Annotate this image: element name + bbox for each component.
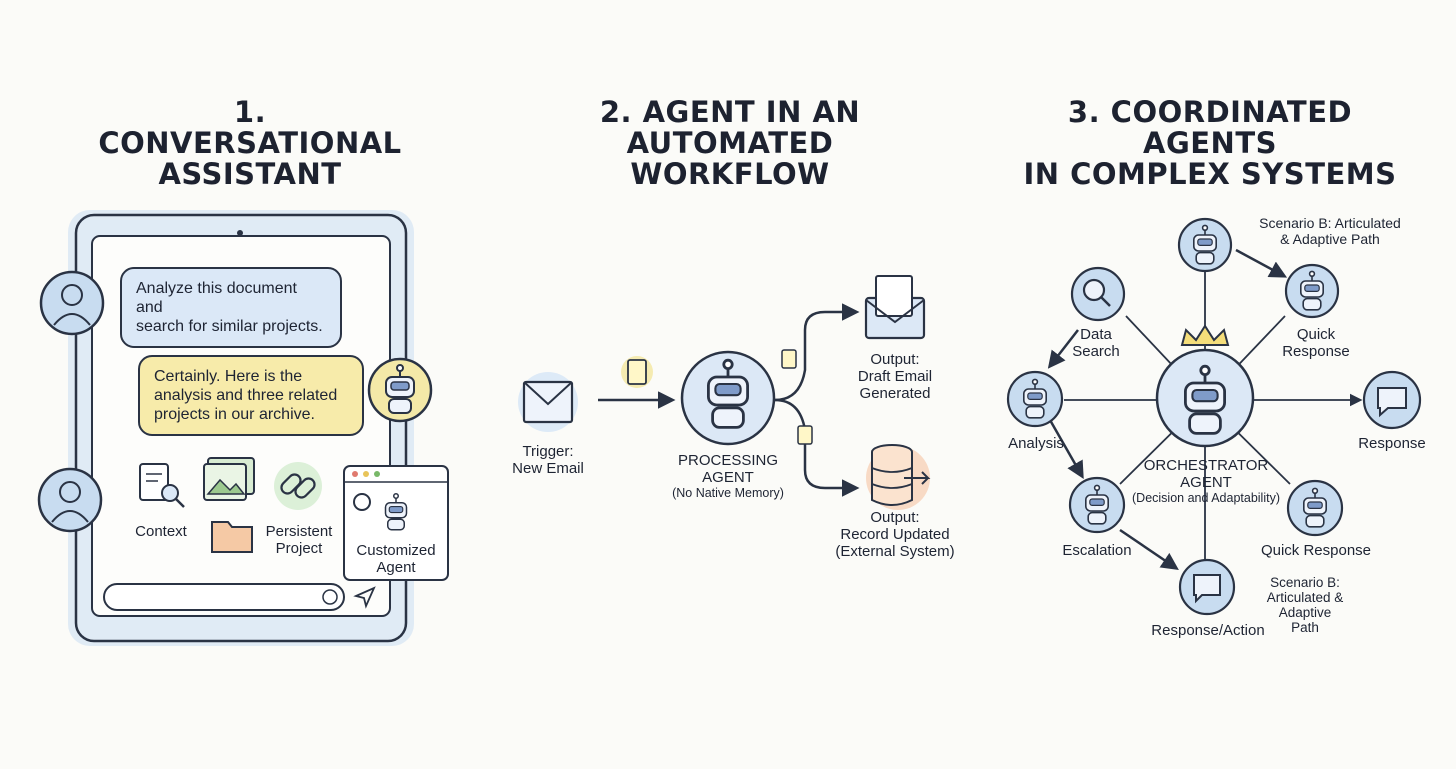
draft-email-icon: [864, 275, 926, 340]
response-action-label: Response/Action: [1151, 622, 1265, 639]
user-avatar-2-icon: [37, 467, 103, 533]
trigger-email-icon: [518, 372, 578, 432]
quick-response-bottom-label: Quick Response: [1260, 542, 1372, 559]
database-icon: [866, 444, 931, 510]
document-icon: [621, 356, 653, 388]
emoji-icon: [322, 589, 338, 605]
assistant-robot-icon: [367, 357, 433, 423]
orchestrator-agent-icon: [1155, 324, 1255, 448]
analysis-agent-icon: [1006, 370, 1064, 428]
user-avatar-icon: [39, 270, 105, 336]
response-action-icon: [1178, 558, 1236, 616]
response-icon: [1362, 370, 1422, 430]
gear-icon: [353, 493, 371, 511]
scenario-top-label: Scenario B: Articulated& Adaptive Path: [1259, 215, 1401, 247]
processing-agent-icon: [680, 350, 776, 446]
send-icon: [353, 586, 376, 609]
customized-agent-window: [343, 465, 449, 581]
data-search-icon: [1070, 266, 1126, 322]
response-label: Response: [1358, 435, 1426, 452]
output-arrow-bottom: [774, 398, 860, 497]
message-input: [103, 583, 345, 611]
escalation-agent-icon: [1068, 476, 1126, 534]
output-arrow-top: [774, 303, 860, 402]
image-gallery-icon: [203, 457, 255, 501]
escalation-label: Escalation: [1062, 542, 1132, 559]
crown-icon: [1180, 324, 1230, 346]
document-small-icon: [797, 425, 813, 445]
folder-icon: [211, 521, 253, 553]
output-record-updated-label: Output:Record Updated(External System): [835, 509, 955, 560]
analysis-label: Analysis: [1008, 435, 1064, 452]
context-label: Context: [135, 523, 187, 540]
trigger-label: Trigger:New Email: [512, 443, 584, 477]
document-small-icon: [781, 349, 797, 369]
quick-response-bottom-icon: [1286, 479, 1344, 537]
agent-top-icon: [1177, 217, 1233, 273]
quick-response-top-icon: [1284, 263, 1340, 319]
context-icon: [139, 463, 185, 508]
link-icon: [274, 462, 322, 510]
